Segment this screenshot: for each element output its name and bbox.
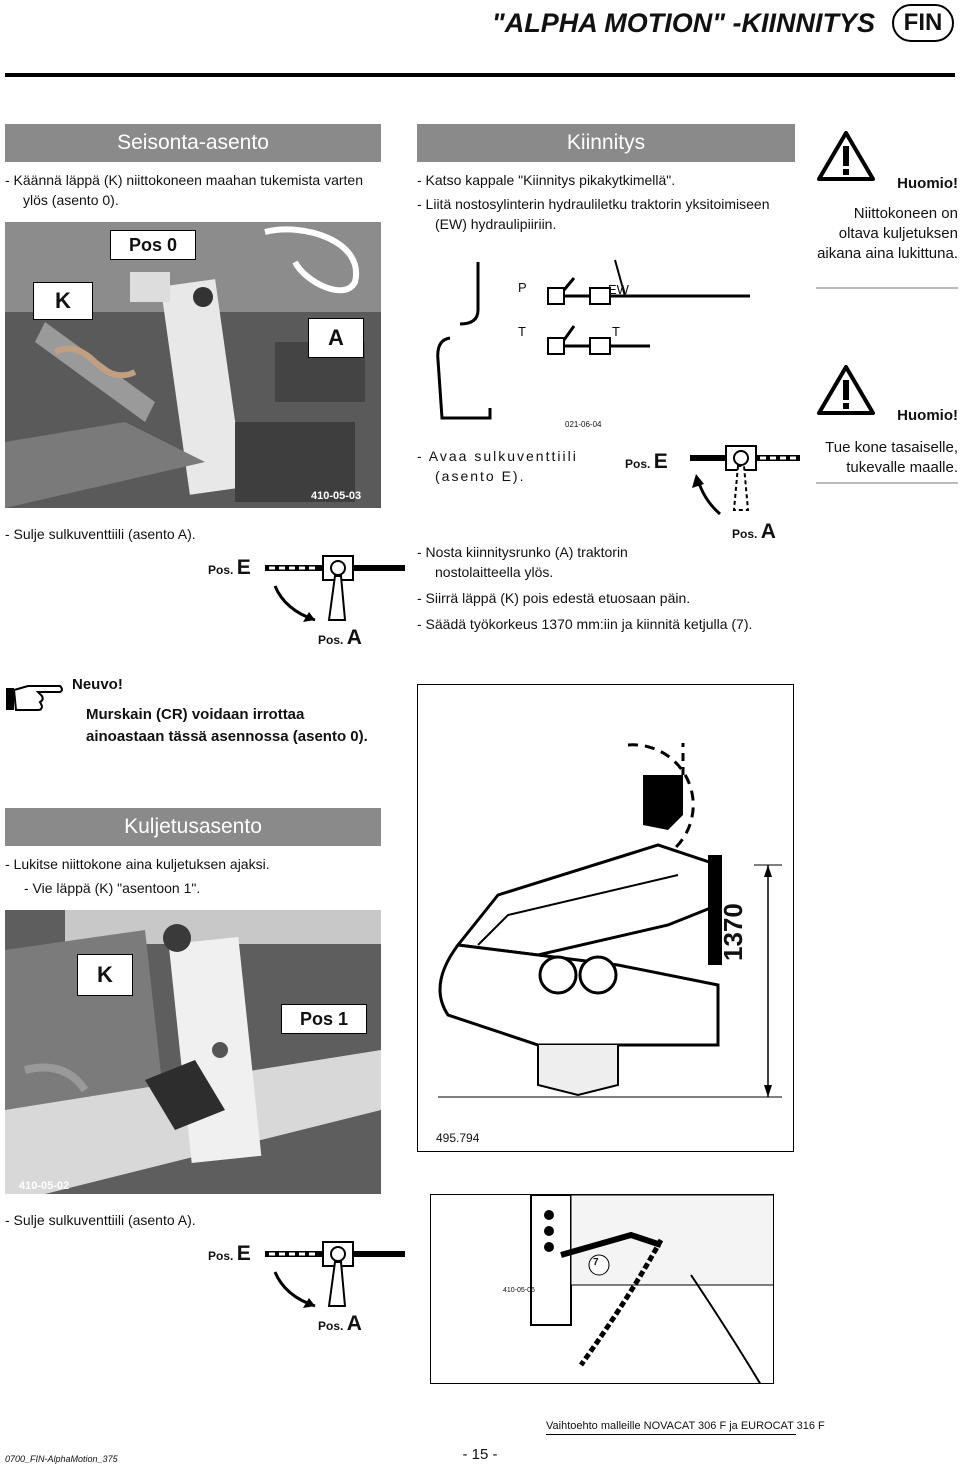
label-k-top: K: [33, 282, 93, 320]
chain-code: 410-05-06: [503, 1287, 535, 1294]
valve-pos-e-2: Pos. E: [625, 450, 668, 474]
kiinnitys-line2: - Liitä nostosylinterin hydrauliletku tr…: [417, 196, 770, 232]
dimension-1370: 1370: [718, 903, 748, 961]
photo-transport-position: K Pos 1 410-05-02: [5, 910, 381, 1194]
section-banner-seisonta: Seisonta-asento: [5, 124, 381, 162]
hydraulic-diagram: [436, 259, 750, 420]
kiinnitys-line1: - Katso kappale "Kiinnitys pikakytkimell…: [417, 172, 676, 188]
neuvo-text: Murskain (CR) voidaan irrottaa ainoastaa…: [86, 706, 368, 745]
language-badge: FIN: [892, 4, 954, 42]
section-banner-kiinnitys: Kiinnitys: [417, 124, 795, 162]
photo-transport-drawing: [5, 910, 381, 1194]
hydraulic-label-ew: EW: [608, 282, 629, 297]
pointing-hand-icon: [6, 685, 63, 711]
footer-rule: [546, 1434, 796, 1435]
pos-e-letter-2: E: [653, 450, 668, 473]
pos-a-letter-3: A: [346, 1312, 362, 1335]
section-banner-kuljetus: Kuljetusasento: [5, 808, 381, 846]
valve-pos-a-3: Pos. A: [318, 1312, 362, 1336]
chain-drawing: [530, 1195, 773, 1383]
warning-triangle-icon: [817, 365, 875, 415]
warning-1-title: Huomio!: [897, 175, 958, 192]
warning-triangle-icon: [817, 131, 875, 181]
warning-2-text: Tue kone tasaiselle, tukevalle maalle.: [825, 439, 958, 476]
label-a-top: A: [308, 318, 364, 358]
photo-code-410-05-03: 410-05-03: [311, 490, 362, 502]
pos-e-label-2: Pos.: [625, 457, 651, 471]
valve-pos-a-2: Pos. A: [732, 520, 776, 544]
kuljetus-close-valve: - Sulje sulkuventtiili (asento A).: [5, 1212, 196, 1228]
valve-diagram-3: [265, 1241, 405, 1308]
variant-note: Vaihtoehto malleille NOVACAT 306 F ja EU…: [546, 1420, 825, 1432]
kuljetus-line1: - Lukitse niittokone aina kuljetuksen aj…: [5, 856, 270, 872]
pos-a-letter-2: A: [760, 520, 776, 543]
neuvo-title: Neuvo!: [72, 676, 123, 693]
kiinnitys-open-valve: - Avaa sulkuventtiili (asento E).: [417, 448, 578, 484]
valve-pos-a-1: Pos. A: [318, 626, 362, 650]
warning-2-rule: [816, 482, 958, 484]
chain-label-7: 7: [593, 1257, 599, 1268]
label-pos0: Pos 0: [110, 230, 196, 260]
technical-drawing-frame: 1370 495.794: [417, 684, 794, 1152]
photo-parking-position: Pos 0 K A 410-05-03: [5, 222, 381, 508]
pos-e-letter-3: E: [236, 1242, 251, 1265]
page-title: "ALPHA MOTION" -KIINNITYS: [491, 8, 875, 38]
pos-e-label-3: Pos.: [208, 1249, 234, 1263]
page-number: - 15 -: [462, 1446, 498, 1463]
technical-drawing: [438, 743, 782, 1098]
pos-a-label-1: Pos.: [318, 633, 344, 647]
hydraulic-code: 021-06-04: [565, 420, 602, 429]
kiinnitys-step2: - Siirrä läppä (K) pois edestä etuosaan …: [417, 590, 691, 606]
doc-code: 0700_FIN-AlphaMotion_375: [5, 1454, 118, 1464]
pos-a-letter-1: A: [346, 626, 362, 649]
valve-diagram-1: [265, 555, 405, 622]
label-pos1: Pos 1: [281, 1004, 367, 1034]
pos-e-letter-1: E: [236, 556, 251, 579]
photo-chain-drawing: 7 410-05-06: [430, 1194, 774, 1384]
valve-pos-e-3: Pos. E: [208, 1242, 251, 1266]
valve-diagram-2: [690, 445, 800, 516]
hydraulic-label-t2: T: [612, 324, 620, 339]
hydraulic-label-p: P: [518, 280, 527, 295]
pos-a-label-3: Pos.: [318, 1319, 344, 1333]
drawing-code: 495.794: [436, 1131, 480, 1145]
seisonta-text: - Käännä läppä (K) niittokoneen maahan t…: [5, 172, 363, 208]
warning-1-rule: [816, 287, 958, 289]
seisonta-close-valve: - Sulje sulkuventtiili (asento A).: [5, 526, 196, 542]
kiinnitys-step1: - Nosta kiinnitysrunko (A) traktorin nos…: [417, 544, 628, 580]
pos-a-label-2: Pos.: [732, 527, 758, 541]
kiinnitys-step3: - Säädä työkorkeus 1370 mm:iin ja kiinni…: [417, 616, 753, 632]
photo-parking-drawing: [5, 222, 381, 508]
pos-e-label-1: Pos.: [208, 563, 234, 577]
hydraulic-label-t1: T: [518, 324, 526, 339]
warning-2-title: Huomio!: [897, 407, 958, 424]
photo-code-410-05-02: 410-05-02: [19, 1180, 70, 1192]
kuljetus-line2: - Vie läppä (K) "asentoon 1".: [24, 880, 201, 896]
warning-1-text: Niittokoneen on oltava kuljetuksen aikan…: [817, 205, 958, 262]
header-rule: [5, 73, 955, 77]
valve-pos-e-1: Pos. E: [208, 556, 251, 580]
label-k-bottom: K: [77, 954, 133, 996]
